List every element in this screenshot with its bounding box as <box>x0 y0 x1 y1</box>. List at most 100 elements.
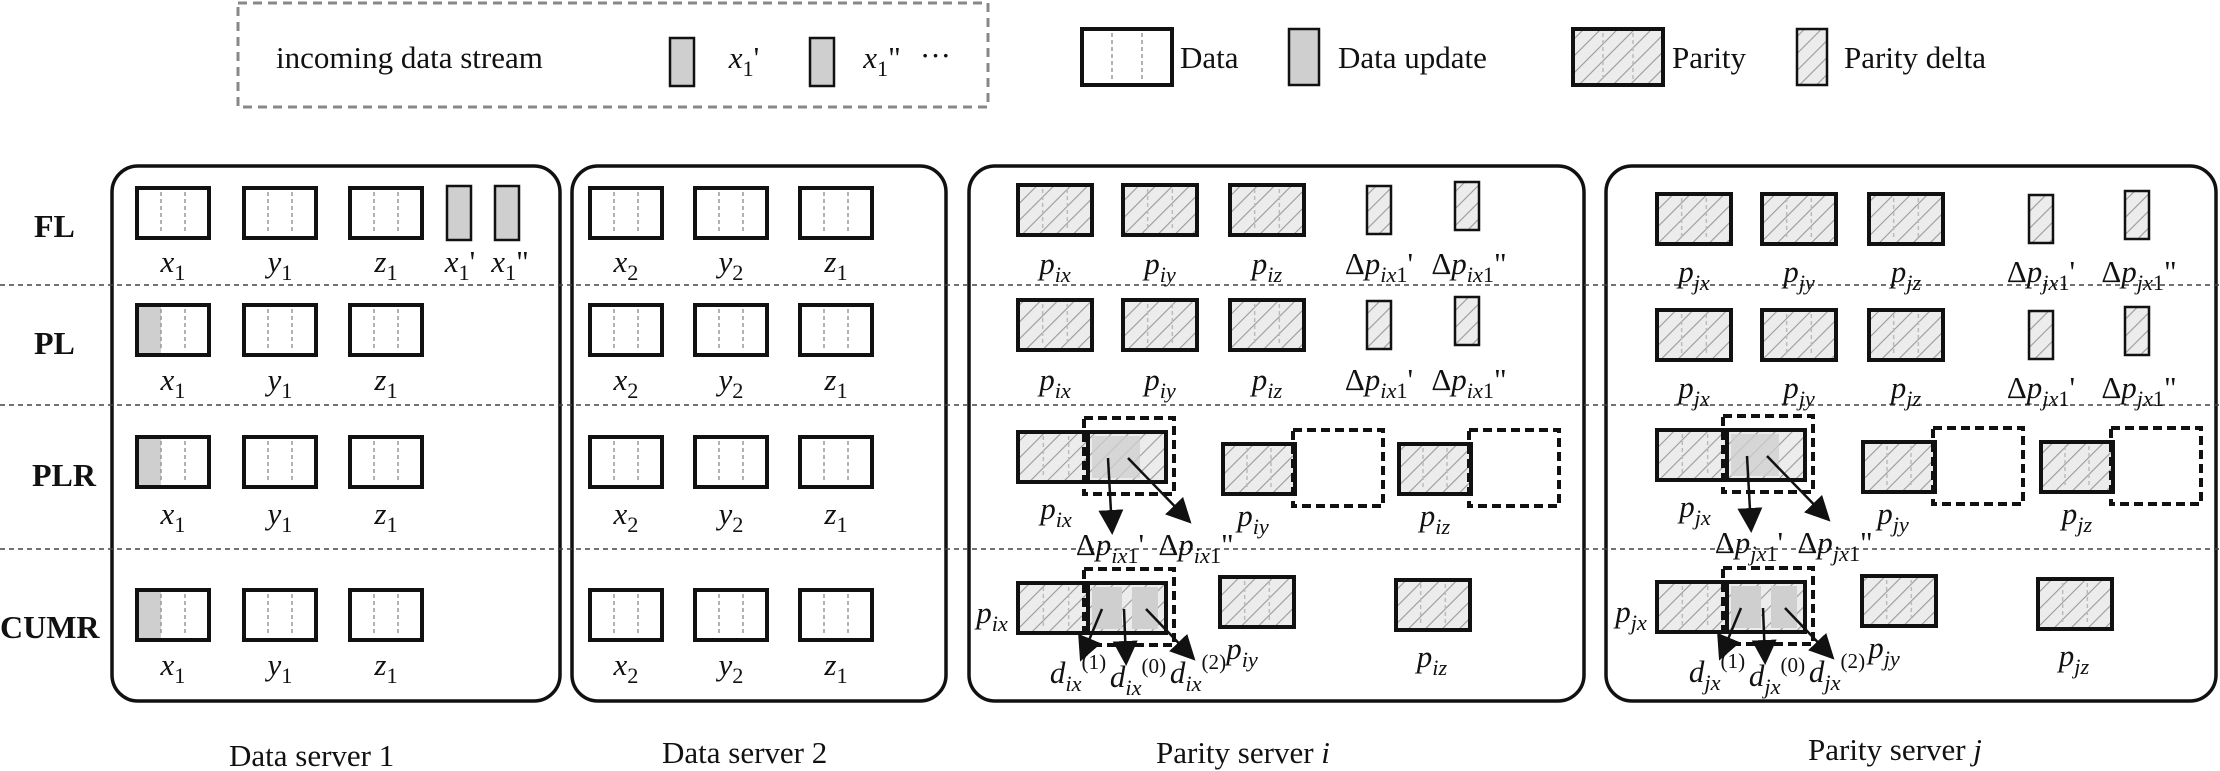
parity-label-j: pjx <box>1676 254 1710 295</box>
parity-delta-label-j: Δpjx1" <box>2101 254 2176 295</box>
parity-label-i: piy <box>1142 246 1176 287</box>
parity-log-delta-i <box>1132 587 1158 629</box>
data-block-x2 <box>588 588 664 642</box>
parity-block-i <box>1394 578 1472 632</box>
parity-label-j: pjy <box>1875 496 1909 537</box>
data-block-y2 <box>693 588 769 642</box>
caption-data-server-1: Data server 1 <box>229 738 394 771</box>
legend-data-label: Data <box>1180 40 1239 75</box>
parity-block-j <box>1655 580 1735 634</box>
data-block-x2 <box>588 435 664 489</box>
data-block-z1 <box>348 303 424 357</box>
parity-block-j <box>1655 192 1733 246</box>
diff-arrow-j <box>1751 607 1777 665</box>
data-label-y1: y1 <box>265 647 293 688</box>
diff-arrow-j <box>1784 607 1835 660</box>
legend-stream-update-icon <box>808 36 836 88</box>
caption-parity-server-i: Parity server i <box>1156 735 1330 770</box>
parity-delta-label-j: Δpjx1' <box>2007 254 2075 295</box>
parity-delta-block-j <box>2027 193 2055 245</box>
data-block-x1 <box>135 588 211 642</box>
data-block-z1 <box>798 588 874 642</box>
panel-parity-server-i <box>967 164 1586 703</box>
legend-parity-label: Parity <box>1672 40 1747 75</box>
data-block-x1 <box>135 186 211 240</box>
row-label-plr: PLR <box>32 457 97 493</box>
legend-stream-update-icon <box>668 36 696 88</box>
data-label-z1: z1 <box>823 496 847 537</box>
parity-label-i: piz <box>1418 498 1451 539</box>
parity-log-delta-j <box>1731 434 1779 476</box>
parity-diff-label-i: dix(1) <box>1050 650 1106 696</box>
data-label-x1: x1 <box>160 496 186 537</box>
parity-block-i <box>1121 298 1199 352</box>
parity-block-i <box>1221 442 1297 496</box>
diff-arrow-i <box>1078 608 1104 662</box>
data-block-z1 <box>348 435 424 489</box>
data-block-z1 <box>798 435 874 489</box>
parity-label-j: pjz <box>1889 254 1922 295</box>
data-block-y1 <box>242 186 318 240</box>
data-block-x1 <box>135 303 211 357</box>
parity-log-delta-i <box>1092 436 1140 478</box>
data-label-x2: x2 <box>613 496 639 537</box>
parity-diff-label-j: djx(2) <box>1809 649 1865 695</box>
data-label-x1: x1 <box>160 647 186 688</box>
parity-delta-label-j: Δpjx1' <box>2007 370 2075 411</box>
diff-arrow-i <box>1112 608 1138 666</box>
data-label-z1: z1 <box>373 244 397 285</box>
parity-block-j <box>1655 308 1733 362</box>
data-label-y2: y2 <box>716 647 744 688</box>
parity-diff-label-i: dix(2) <box>1170 650 1226 696</box>
parity-block-i <box>1016 298 1094 352</box>
parity-diff-label-i: dix(0) <box>1110 654 1166 700</box>
diff-arrow-i <box>1145 608 1196 661</box>
legend: incoming data stream ··· Data Data update… <box>236 1 1986 109</box>
parity-log-reserved-j <box>1931 426 2025 506</box>
row-label-cumr: CUMR <box>0 609 100 645</box>
parity-delta-block-i <box>1365 299 1393 351</box>
parity-label-i: piy <box>1224 631 1258 672</box>
parity-block-j <box>1760 192 1838 246</box>
parity-delta-label-i: Δpix1' <box>1345 362 1413 403</box>
parity-delta-label-i: Δpix1' <box>1345 246 1413 287</box>
legend-frame <box>236 1 990 109</box>
parity-label-i: piz <box>1250 246 1283 287</box>
data-label-z1: z1 <box>823 362 847 403</box>
parity-delta-label-i: Δpix1' <box>1076 527 1144 568</box>
parity-label-i: pix <box>1037 246 1071 287</box>
parity-block-j <box>2039 440 2115 494</box>
legend-ellipsis: ··· <box>920 38 951 73</box>
data-label-x2: x2 <box>613 647 639 688</box>
caption-data-server-2: Data server 2 <box>662 735 827 770</box>
parity-label-i: piz <box>1250 362 1283 403</box>
parity-delta-label-j: Δpjx1" <box>2101 370 2176 411</box>
fl-update-label: x1' <box>444 244 476 285</box>
parity-block-j <box>1867 192 1945 246</box>
delta-arrow-j <box>1766 455 1831 522</box>
data-block-z1 <box>348 186 424 240</box>
data-block-y1 <box>242 303 318 357</box>
data-label-z1: z1 <box>373 647 397 688</box>
parity-label-i: piy <box>1142 362 1176 403</box>
delta-arrow-i <box>1127 457 1192 524</box>
legend-data-update-icon <box>1287 27 1321 87</box>
fl-update-label: x1" <box>490 244 529 285</box>
data-block-y2 <box>693 186 769 240</box>
parity-label-i: pix <box>1038 491 1072 532</box>
parity-label-i: pix <box>974 595 1008 636</box>
panel-parity-server-j <box>1604 164 2218 703</box>
data-block-x2 <box>588 303 664 357</box>
data-label-y2: y2 <box>716 496 744 537</box>
data-label-x2: x2 <box>613 362 639 403</box>
legend-data-update-label: Data update <box>1338 40 1487 75</box>
data-label-x2: x2 <box>613 244 639 285</box>
delta-arrow-j <box>1737 455 1763 533</box>
parity-block-i <box>1397 442 1473 496</box>
diff-arrow-j <box>1717 607 1743 661</box>
parity-delta-label-i: Δpix1" <box>1431 246 1506 287</box>
parity-block-i <box>1016 183 1094 237</box>
legend-stream-label: incoming data stream <box>276 40 543 75</box>
data-block-x1 <box>135 435 211 489</box>
